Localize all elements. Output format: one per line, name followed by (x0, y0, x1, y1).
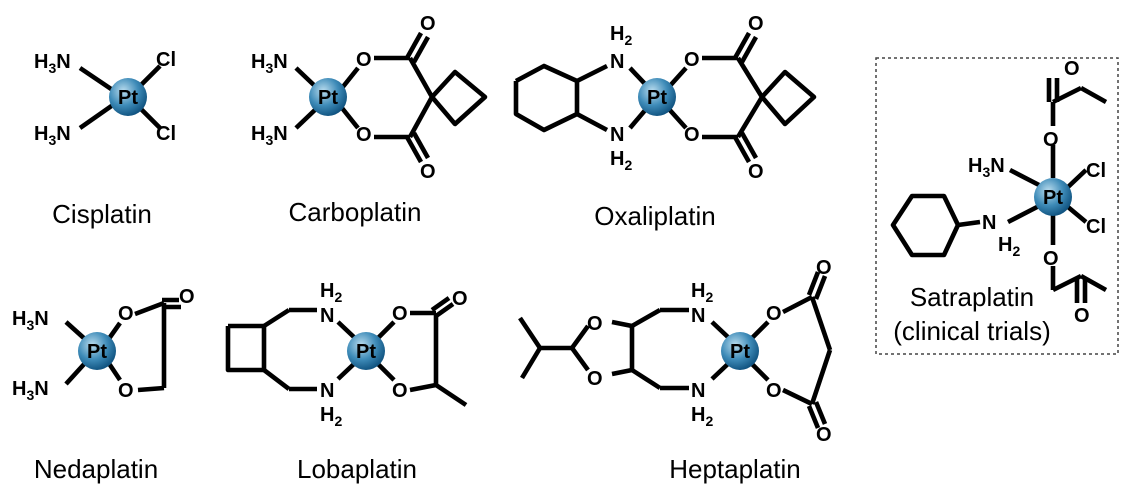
oxygen-label: O (179, 286, 195, 308)
compound-name: Nedaplatin (34, 454, 158, 484)
cisplatin-structure: Pt H3N H3N Cl Cl (34, 49, 176, 148)
pt-atom (309, 78, 347, 116)
carboplatin-structure: Pt H3N H3N O O O O (251, 13, 488, 183)
oxygen-label: O (392, 380, 408, 402)
oxygen-label: O (420, 13, 436, 35)
oxygen-label: O (356, 49, 372, 71)
pt-atom (109, 78, 147, 116)
pt-label: Pt (647, 87, 667, 109)
ammine-label: H3N (34, 51, 71, 76)
compound-name: Carboplatin (289, 197, 422, 227)
pt-label: Pt (730, 341, 750, 363)
ammine-label: H3N (34, 123, 71, 148)
nitrogen-label: N (320, 380, 334, 402)
h2-label: H2 (610, 148, 632, 173)
oxygen-label: O (1043, 248, 1059, 270)
compound-note: (clinical trials) (893, 316, 1050, 346)
oxygen-label: O (1074, 305, 1090, 327)
compound-name: Oxaliplatin (594, 201, 715, 231)
satraplatin-box (875, 57, 1119, 355)
h2-label: H2 (320, 404, 342, 429)
ammine-label: H3N (12, 378, 49, 403)
heptaplatin-structure: Pt O O H2 N N H2 O O O O (518, 257, 833, 446)
amine-nitrogen-label: N (982, 212, 996, 234)
oxygen-label: O (766, 380, 782, 402)
pt-atom (638, 78, 676, 116)
h2-label: H2 (998, 234, 1020, 259)
oxygen-label: O (118, 303, 134, 325)
oxygen-label: O (748, 161, 764, 183)
oxygen-label: O (748, 13, 764, 35)
h2-label: H2 (320, 280, 342, 305)
compound-name: Heptaplatin (669, 454, 801, 484)
compound-name: Lobaplatin (297, 454, 417, 484)
satraplatin-structure: Pt O O O O H3N N H2 Cl Cl (890, 58, 1108, 327)
pt-label: Pt (87, 341, 107, 363)
nedaplatin-structure: Pt H3N H3N O O O (12, 286, 195, 403)
oxygen-label: O (118, 380, 134, 402)
ammine-label: H3N (12, 308, 49, 333)
nitrogen-label: N (691, 380, 705, 402)
oxaliplatin-structure: Pt H2 N N H2 O O O O (513, 13, 817, 183)
oxygen-label: O (587, 313, 603, 335)
oxygen-label: O (1043, 129, 1059, 151)
h2-label: H2 (610, 23, 632, 48)
oxygen-label: O (766, 303, 782, 325)
nitrogen-label: N (691, 305, 705, 327)
compound-name: Satraplatin (910, 282, 1034, 312)
compound-name: Cisplatin (52, 199, 152, 229)
oxygen-label: O (1064, 58, 1080, 80)
pt-atom (721, 332, 759, 370)
oxygen-label: O (816, 257, 832, 279)
pt-label: Pt (1043, 187, 1063, 209)
oxygen-label: O (420, 161, 436, 183)
pt-label: Pt (318, 87, 338, 109)
nitrogen-label: N (320, 305, 334, 327)
oxygen-label: O (816, 424, 832, 446)
pt-atom (347, 332, 385, 370)
pt-atom (78, 332, 116, 370)
pt-label: Pt (356, 341, 376, 363)
oxygen-label: O (684, 49, 700, 71)
chloride-label: Cl (1086, 216, 1106, 238)
ammine-label: H3N (251, 123, 288, 148)
oxygen-label: O (356, 124, 372, 146)
pt-atom (1034, 178, 1072, 216)
pt-label: Pt (118, 87, 138, 109)
chloride-label: Cl (156, 49, 176, 71)
h2-label: H2 (691, 404, 713, 429)
ammine-label: H3N (251, 51, 288, 76)
oxygen-label: O (452, 288, 468, 310)
lobaplatin-structure: Pt H2 N N H2 O O O (225, 280, 468, 429)
h2-label: H2 (691, 280, 713, 305)
oxygen-label: O (684, 124, 700, 146)
chloride-label: Cl (1086, 160, 1106, 182)
ammine-label: H3N (968, 155, 1005, 180)
oxygen-label: O (392, 303, 408, 325)
nitrogen-label: N (610, 51, 624, 73)
oxygen-label: O (587, 368, 603, 390)
chloride-label: Cl (156, 123, 176, 145)
nitrogen-label: N (610, 124, 624, 146)
